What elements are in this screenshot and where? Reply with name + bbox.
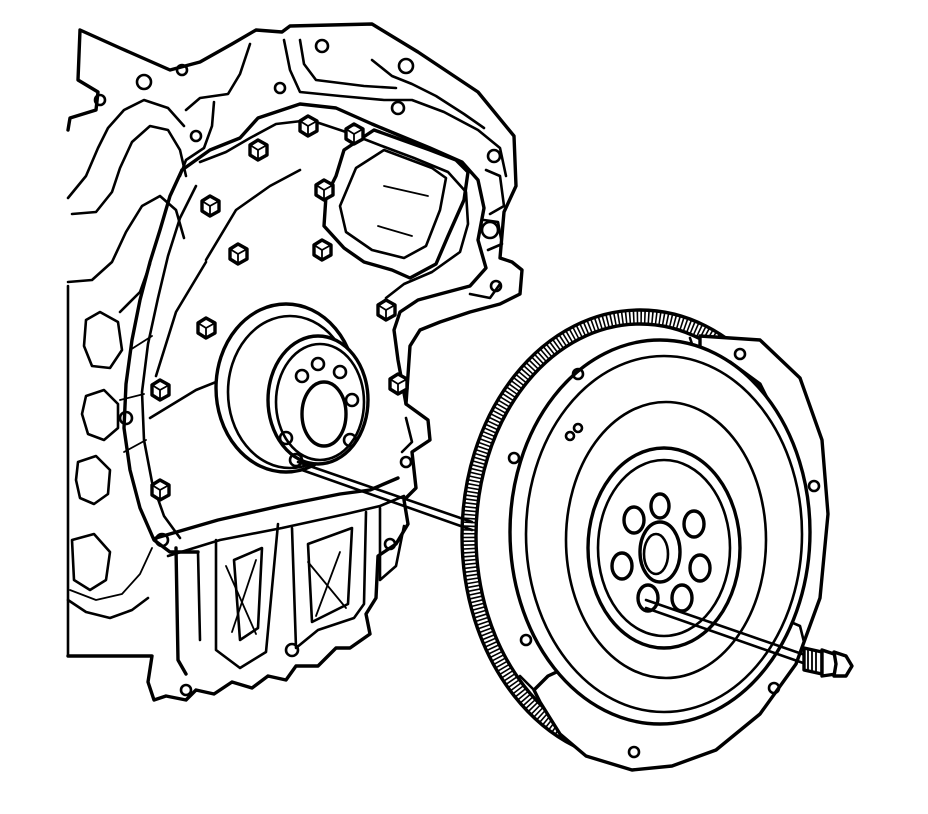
bolt-head-icon: [196, 316, 217, 340]
bolt-alignment-lines: [296, 460, 810, 666]
crankshaft-flange: [214, 302, 370, 474]
bolt-head-icon: [228, 242, 249, 266]
bolt-head-icon: [314, 178, 335, 202]
flywheel: [460, 308, 830, 772]
bolt-head-icon: [150, 378, 171, 402]
bolt-head-icon: [376, 298, 397, 322]
bolt-head-icon: [344, 122, 365, 146]
bolt-head-icon: [248, 138, 269, 162]
bolt-head-icon: [312, 238, 333, 262]
engine-block: [66, 22, 524, 702]
bolt-head-icon: [200, 194, 221, 218]
bolt-head-icon: [298, 114, 319, 138]
bolt-head-icon: [150, 478, 171, 502]
flywheel-bolt: [802, 646, 854, 678]
cover-plate-bolts: [150, 114, 409, 502]
bolt-head-icon: [388, 372, 409, 396]
